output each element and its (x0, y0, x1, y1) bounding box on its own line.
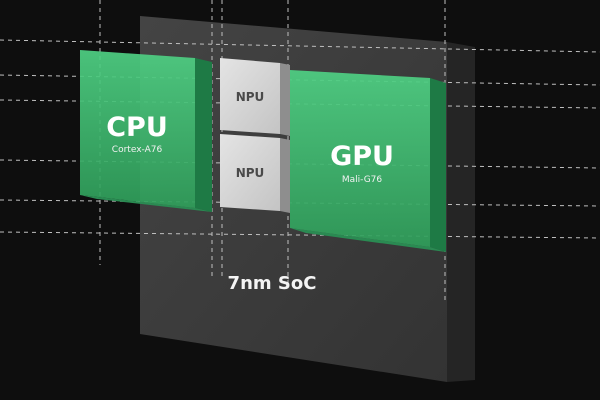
gpu-block-bottom (290, 228, 446, 252)
gpu-block-front (290, 70, 430, 247)
cpu-label: CPU (106, 112, 168, 143)
gpu-label: GPU (330, 141, 394, 172)
cpu-block-bottom (80, 195, 212, 212)
npu-top-front (220, 58, 280, 134)
npu-bottom-label: NPU (236, 166, 265, 180)
cpu-core-label: Cortex-A76 (112, 145, 163, 155)
cpu-block-side (195, 58, 212, 212)
cpu-block-front (80, 50, 195, 208)
npu-top-side (280, 63, 290, 136)
npu-bottom-side (280, 138, 290, 213)
npu-bottom-block: NPU (220, 134, 290, 213)
soc-label: 7nm SoC (228, 273, 317, 294)
npu-top-label: NPU (236, 90, 265, 104)
soc-board-side (447, 42, 475, 382)
gpu-block: GPU Mali-G76 (290, 70, 446, 252)
gpu-core-label: Mali-G76 (342, 175, 383, 185)
npu-bottom-front (220, 134, 280, 211)
cpu-block: CPU Cortex-A76 (80, 50, 212, 212)
gpu-block-side (430, 78, 446, 252)
npu-top-block: NPU (220, 58, 290, 136)
